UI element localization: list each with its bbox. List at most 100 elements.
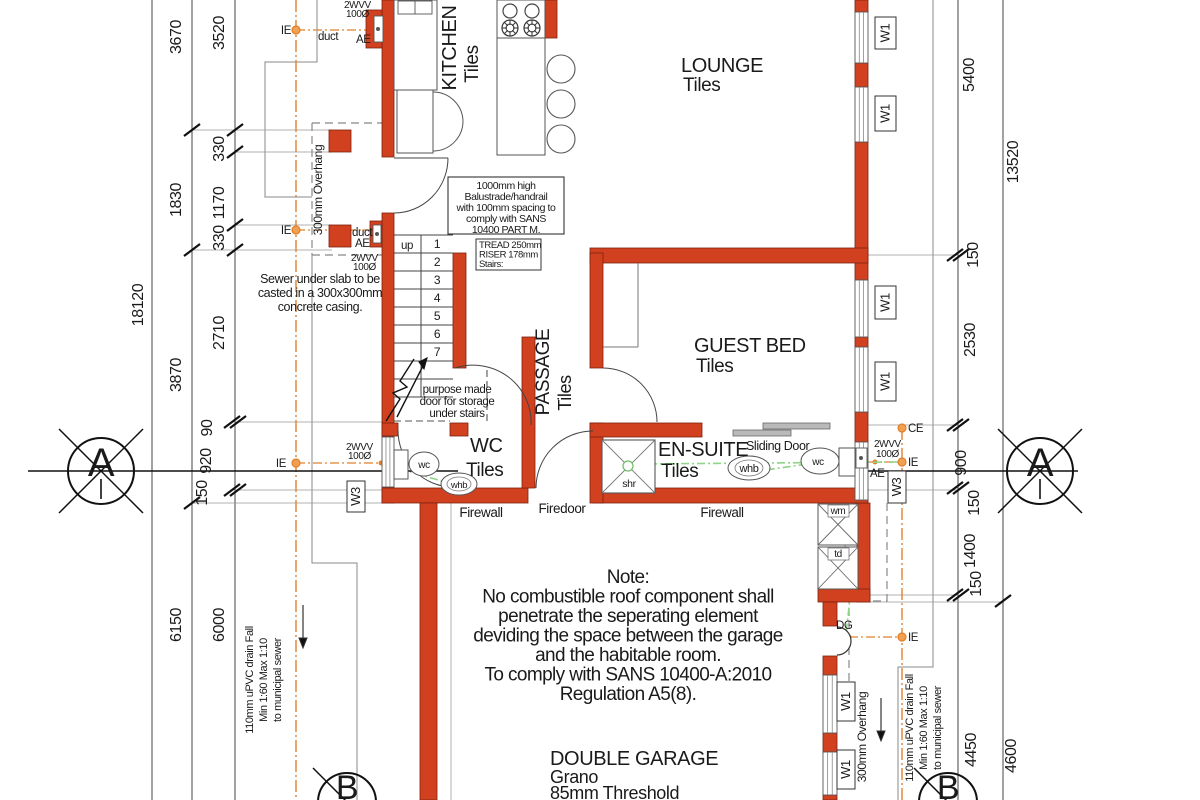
label-drawing-notes-garage-2: penetrate the seperating element <box>498 606 759 627</box>
kitchen-island <box>496 37 546 156</box>
label-drawing-notes-overhang: 300mm Overhang <box>311 145 325 235</box>
label-drawing-dimensions-right_detail-1: 150 <box>965 242 982 268</box>
label-drawing-plumbing-whb: whb <box>739 463 759 475</box>
label-drawing-notes-garage-0: Note: <box>607 567 649 588</box>
dimension-tick <box>946 418 964 432</box>
label-drawing-fire-firewall: Firewall <box>700 505 744 520</box>
label-drawing-stairs-storage-0: purpose made <box>423 384 492 396</box>
wall <box>589 422 703 438</box>
wall <box>589 252 604 369</box>
window-label-w1: W1 <box>838 760 853 779</box>
ae-vent-dot <box>375 232 379 236</box>
label-drawing-rooms-wc_room-name: WC <box>470 435 503 457</box>
label-drawing-dimensions-right_detail-2: 2530 <box>962 323 979 357</box>
stair-spec-box <box>475 238 542 271</box>
label-drawing-dimensions-left_detail-3: 330 <box>211 225 228 251</box>
label-drawing-plumbing-ie: IE <box>908 632 919 644</box>
label-drawing-plumbing-ae: AE <box>355 238 370 250</box>
stove-burner-spoke <box>533 29 538 34</box>
basin <box>727 455 771 481</box>
td-cross <box>817 546 859 590</box>
grid-letter-b: B <box>937 769 959 800</box>
label-drawing-dimensions-right_detail-3: 900 <box>953 450 970 476</box>
label-drawing-stairs-balustrade-4: 10400 PART M. <box>472 224 540 236</box>
dimension-tick <box>994 594 1012 608</box>
stair-up-arrow <box>396 357 428 418</box>
label-drawing-stairs-up: up <box>401 240 413 252</box>
dimension-tick <box>226 218 244 232</box>
grid-cross <box>58 428 144 514</box>
label-drawing-stairs-numbers-4: 5 <box>434 309 441 323</box>
balustrade-note-box <box>447 176 565 235</box>
label-drawing-plumbing-td: td <box>834 549 842 560</box>
window-w3-left <box>381 436 395 488</box>
dimension-tick <box>946 588 964 602</box>
label-drawing-stairs-balustrade-2: with 100mm spacing to <box>456 202 557 214</box>
dimension-tick <box>229 483 247 497</box>
dimension-tick <box>183 496 201 510</box>
dimension-tick <box>223 483 241 497</box>
label-drawing-rooms-en_suite-name: EN-SUITE <box>658 439 748 461</box>
label-drawing-dimensions-right_overall-1: 4600 <box>1003 739 1020 773</box>
toilet-bowl <box>408 451 440 477</box>
wall <box>544 0 558 39</box>
label-drawing-notes-sewer-0: Sewer under slab to be <box>260 272 380 286</box>
wall <box>452 252 467 369</box>
label-drawing-plumbing-ie: IE <box>281 25 292 37</box>
door-arc-firedoor <box>535 430 594 489</box>
basin-inner <box>446 476 472 492</box>
window-label-box <box>836 749 856 790</box>
kitchen-cupboard <box>396 89 434 154</box>
window-w1 <box>854 86 869 143</box>
window-w1 <box>854 346 869 413</box>
label-drawing-plumbing-ie: IE <box>908 457 919 469</box>
grid-marker-b <box>918 772 978 800</box>
cupboard-door-arc <box>432 121 464 152</box>
label-drawing-dimensions-left_overall: 18120 <box>130 283 147 326</box>
stove-burner <box>502 3 518 19</box>
grid-letter-a: A <box>1027 441 1054 485</box>
label-drawing-plumbing-vent1: 2WVV <box>344 0 371 11</box>
label-drawing-rooms-guest_bed-finish: Tiles <box>696 356 733 377</box>
label-drawing-stairs-spec-1: RISER 178mm <box>479 250 538 261</box>
wall <box>589 247 869 264</box>
label-drawing-stairs-balustrade-1: Balustrade/handrail <box>465 191 548 203</box>
stove-burner-spoke <box>526 29 531 34</box>
bar-stool <box>546 124 576 154</box>
window-label-w3: W3 <box>889 477 904 496</box>
label-drawing-dimensions-left_detail-0: 3520 <box>211 16 228 50</box>
label-drawing-fire-firedoor: Firedoor <box>538 501 586 516</box>
label-drawing-notes-garage-1: No combustible roof component shall <box>482 587 774 608</box>
grid-letter-a: A <box>88 441 115 485</box>
label-drawing-stairs-numbers-3: 4 <box>434 291 441 305</box>
window-w1 <box>854 279 869 338</box>
ie-marker <box>897 457 907 467</box>
window-label-w1: W1 <box>878 293 893 312</box>
label-drawing-plumbing-ie: IE <box>281 225 292 237</box>
dimension-tick <box>952 588 970 602</box>
label-drawing-dimensions-left_inner-3: 6150 <box>168 608 185 642</box>
stove-burner-spoke <box>526 22 531 27</box>
label-drawing-stairs-balustrade-3: comply with SANS <box>466 213 546 225</box>
shower-drain <box>622 460 634 472</box>
window-label-box <box>887 470 907 504</box>
label-drawing-notes-overhang: 300mm Overhang <box>855 692 869 782</box>
label-drawing-stairs-balustrade-0: 1000mm high <box>476 180 536 192</box>
label-drawing-dimensions-left_detail-5: 90 <box>199 419 216 436</box>
wall <box>817 588 871 603</box>
label-drawing-rooms-garage-name: DOUBLE GARAGE <box>550 748 718 770</box>
label-drawing-notes-garage-4: and the habitable room. <box>535 645 721 666</box>
label-drawing-plumbing-vent2: 100Ø <box>876 449 899 460</box>
label-drawing-rooms-garage-finish: Grano <box>550 767 598 787</box>
grid-marker-a <box>1006 437 1074 505</box>
label-drawing-rooms-guest_bed-name: GUEST BED <box>694 335 806 357</box>
stove-burner-spoke <box>504 22 509 27</box>
wall <box>854 62 869 88</box>
wall <box>822 794 838 800</box>
label-drawing-plumbing-vent1: 2WVV <box>874 439 901 450</box>
wall <box>328 129 352 153</box>
label-drawing-dimensions-left_inner-2: 3870 <box>168 358 185 392</box>
toilet-cistern <box>393 449 409 480</box>
dimension-tick <box>183 243 201 257</box>
